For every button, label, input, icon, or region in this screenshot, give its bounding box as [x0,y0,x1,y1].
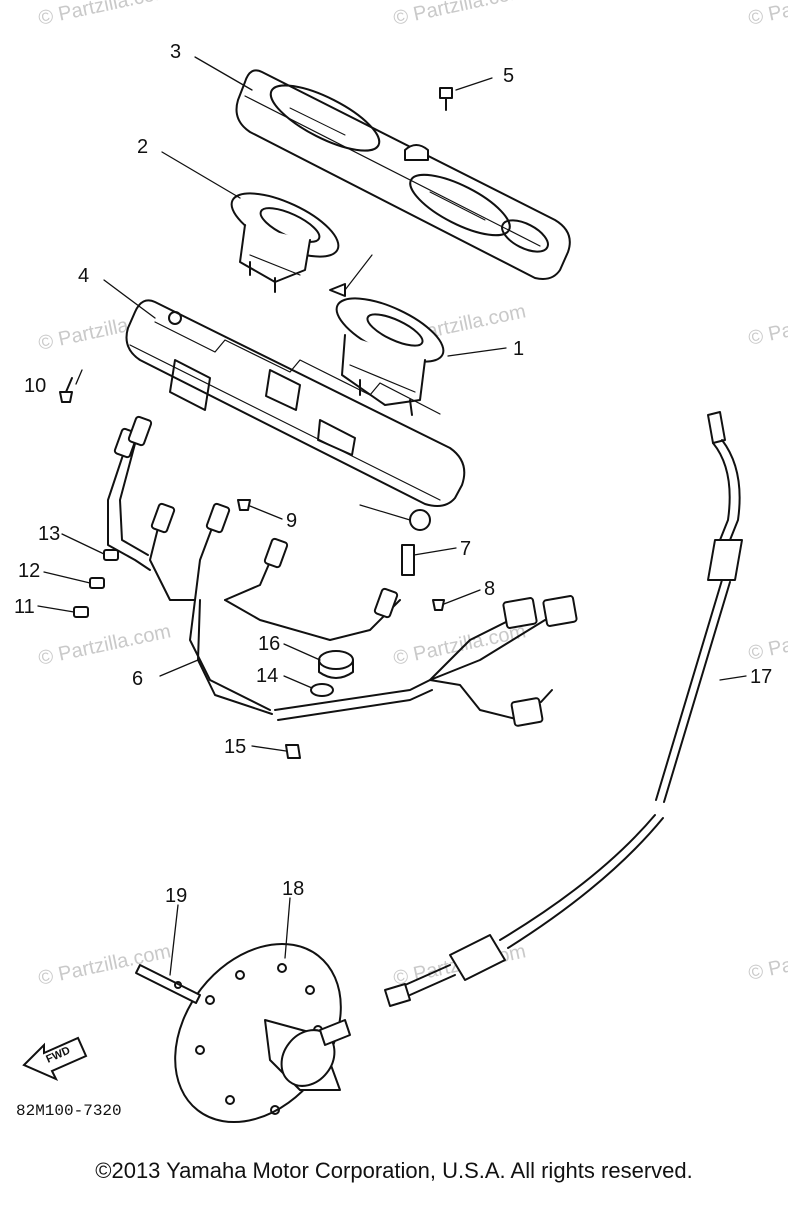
watermark: © Partzilla.com [746,615,788,665]
callout-2: 2 [137,136,148,158]
part-15-nut [285,744,301,759]
watermark: © Partzilla.com [36,940,172,990]
callout-6: 6 [132,668,143,690]
callout-11: 11 [14,596,35,618]
watermark: © Partzilla.com [36,620,172,670]
part-7-bulb-socket [401,544,415,576]
callout-15: 15 [224,736,246,758]
callout-14: 14 [256,665,278,687]
part-6-wire-harness [107,415,578,727]
part-8-screw [432,599,445,611]
watermark: © Partzilla.com [746,300,788,350]
leader-lines [37,56,747,976]
part-11-bulb [73,606,89,618]
callout-labels: 1 2 3 4 5 6 7 8 9 10 11 12 13 14 15 16 1… [14,41,772,907]
part-3-meter-cover [235,69,571,280]
part-18-gear-unit [174,942,351,1124]
part-4-meter-case [125,299,466,531]
callout-7: 7 [460,538,471,560]
part-12-bulb [89,577,105,589]
watermark: © Partzilla.com [391,0,527,30]
part-10-screw [59,377,73,403]
part-13-bulb [103,549,119,561]
callout-4: 4 [78,265,89,287]
callout-13: 13 [38,523,60,545]
callout-16: 16 [258,633,280,655]
callout-3: 3 [170,41,181,63]
fwd-arrow-icon: FWD [22,1036,88,1082]
part-9-screw [237,499,251,511]
watermark: © Partzilla.com [746,0,788,30]
part-1-meter-assembly [329,254,445,416]
callout-9: 9 [286,510,297,532]
callout-5: 5 [503,65,514,87]
watermark: © Partzilla.com [746,935,788,985]
part-16-grommet [318,650,354,670]
callout-10: 10 [24,375,46,397]
part-5-screw [404,87,453,161]
callout-1: 1 [513,338,524,360]
part-2-meter-assembly [230,192,340,293]
copyright-footer: ©2013 Yamaha Motor Corporation, U.S.A. A… [95,1158,693,1183]
callout-17: 17 [750,666,772,688]
part-17-meter-cable [384,411,743,1007]
callout-12: 12 [18,560,40,582]
drawing-code: 82M100-7320 [16,1102,122,1120]
watermark: © Partzilla.com [36,0,172,30]
callout-19: 19 [165,885,187,907]
callout-8: 8 [484,578,495,600]
part-19-pin [135,964,201,1004]
part-14-washer [310,683,334,697]
callout-18: 18 [282,878,304,900]
